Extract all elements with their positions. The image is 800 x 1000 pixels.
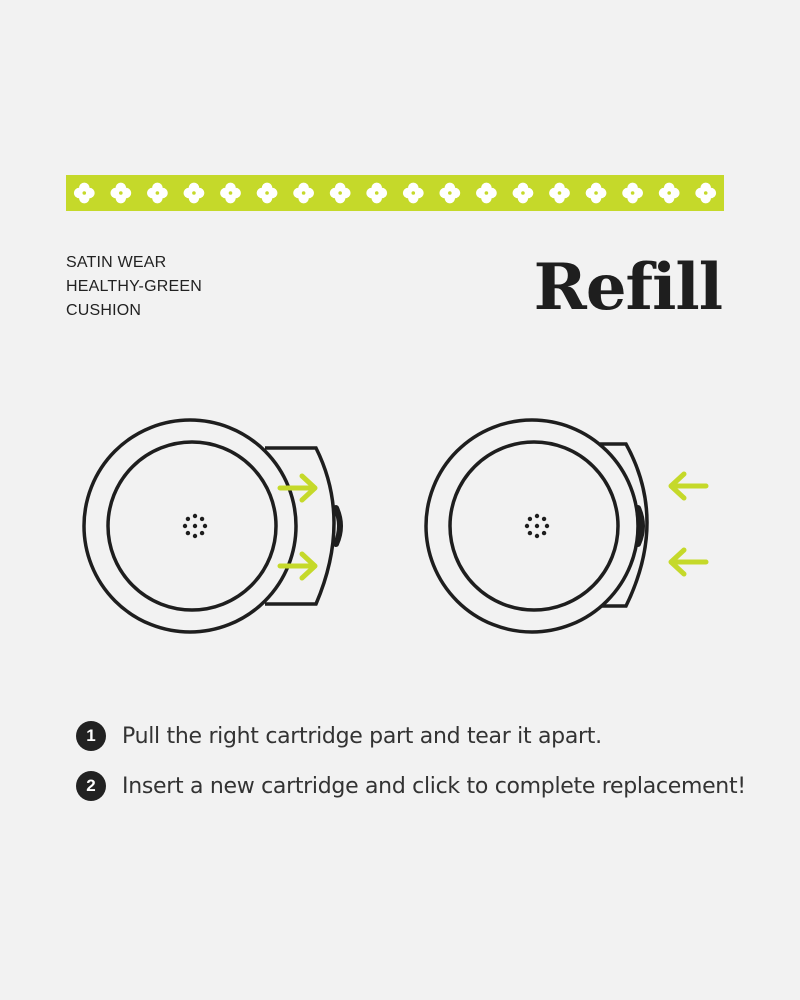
clover-flower-icon <box>220 182 241 204</box>
clover-flower-icon <box>695 182 717 204</box>
arrow-left-icon <box>668 471 709 501</box>
arrow-right-icon <box>277 473 318 503</box>
step-text: Insert a new cartridge and click to comp… <box>122 773 746 799</box>
arrow-left-icon <box>668 547 709 577</box>
step-number-badge: 1 <box>76 721 106 751</box>
clover-flower-icon <box>366 182 388 204</box>
clover-flower-icon <box>329 182 351 204</box>
flower-pattern <box>73 182 717 204</box>
clover-flower-icon <box>293 182 315 204</box>
clover-flower-icon <box>146 182 168 204</box>
decorative-banner <box>66 175 724 211</box>
instruction-steps: 1 Pull the right cartridge part and tear… <box>76 718 746 818</box>
cushion-compact-right <box>424 418 649 634</box>
clover-flower-icon <box>256 182 278 204</box>
product-line-2: HEALTHY-GREEN <box>66 278 202 295</box>
step-1: 1 Pull the right cartridge part and tear… <box>76 718 746 754</box>
clover-flower-icon <box>512 182 534 204</box>
cartridge-illustration <box>82 418 709 634</box>
page-title: Refill <box>533 250 723 325</box>
clover-flower-icon <box>402 182 424 204</box>
arrow-right-icon <box>277 551 318 581</box>
clover-flower-icon <box>585 182 607 204</box>
cushion-compact-left <box>82 418 343 634</box>
product-info: SATIN WEAR HEALTHY-GREEN CUSHION <box>66 251 202 323</box>
step-number-badge: 2 <box>76 771 106 801</box>
clover-flower-icon <box>475 182 497 204</box>
clover-flower-icon <box>439 182 461 204</box>
clover-flower-icon <box>549 182 570 204</box>
clover-flower-icon <box>658 182 680 204</box>
clover-flower-icon <box>622 182 644 204</box>
puff-dots-left <box>182 513 208 539</box>
clover-flower-icon <box>110 182 132 204</box>
puff-dots-right <box>524 513 550 539</box>
clover-flower-icon <box>183 182 205 204</box>
product-line-1: SATIN WEAR <box>66 254 167 271</box>
step-text: Pull the right cartridge part and tear i… <box>122 723 602 749</box>
clover-flower-icon <box>73 182 95 204</box>
product-line-3: CUSHION <box>66 302 142 319</box>
step-2: 2 Insert a new cartridge and click to co… <box>76 768 746 804</box>
